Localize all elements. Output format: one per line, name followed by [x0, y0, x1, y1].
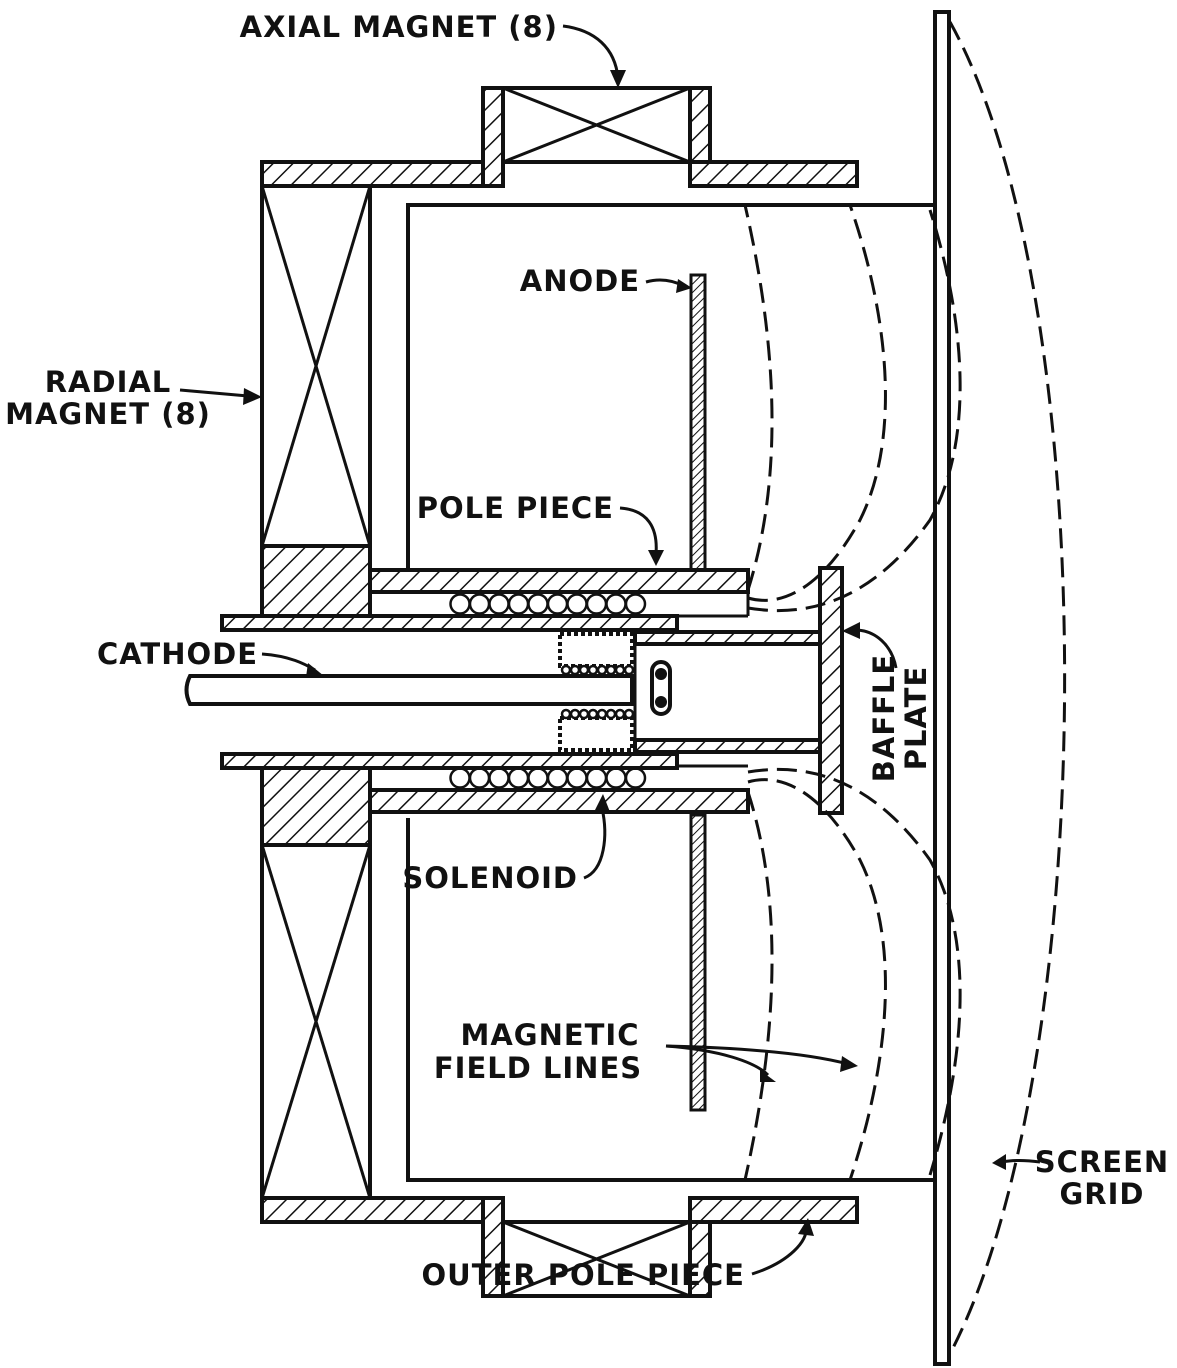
- label-solenoid: SOLENOID: [402, 794, 610, 895]
- coil-winding: [605, 767, 627, 789]
- coil-winding: [546, 593, 569, 615]
- label-screen-grid: SCREEN GRID: [992, 1145, 1169, 1211]
- coil-winding: [546, 767, 569, 789]
- baffle-plate: [818, 566, 844, 815]
- coil-winding: [569, 708, 581, 720]
- coil-winding: [578, 708, 590, 720]
- label-cathode: CATHODE: [97, 637, 324, 677]
- coil-winding: [569, 664, 581, 676]
- coil-winding: [585, 593, 608, 615]
- discharge-chamber: [406, 203, 935, 1182]
- coil-winding: [623, 708, 635, 720]
- svg-text:GRID: GRID: [1060, 1177, 1145, 1211]
- upper-outer-pole-piece: [260, 86, 859, 188]
- coil-winding: [614, 664, 626, 676]
- coil-winding: [566, 767, 588, 789]
- svg-text:OUTER POLE PIECE: OUTER POLE PIECE: [422, 1258, 745, 1292]
- coil-winding: [527, 593, 549, 615]
- coil-winding: [488, 767, 510, 789]
- upper-axial-magnet: [501, 86, 692, 164]
- coil-winding: [507, 593, 530, 615]
- cathode-housing-tube: [220, 614, 822, 770]
- coil-winding: [566, 593, 588, 615]
- coil-winding: [527, 767, 549, 789]
- coil-winding: [623, 664, 635, 676]
- label-radial-magnet: RADIAL MAGNET (8): [5, 365, 262, 431]
- solenoid-upper: [370, 590, 750, 618]
- coil-winding: [596, 708, 608, 720]
- coil-winding: [468, 767, 491, 789]
- coil-winding: [596, 664, 608, 676]
- svg-text:RADIAL: RADIAL: [45, 365, 172, 399]
- lower-outer-pole-piece: [260, 1196, 859, 1298]
- cathode-keeper-slot: [650, 660, 672, 716]
- label-anode: ANODE: [520, 264, 692, 298]
- screen-grid-dashed-contour: [948, 21, 1067, 1351]
- anode: [689, 273, 707, 1112]
- svg-text:BAFFLE: BAFFLE: [867, 654, 901, 782]
- coil-winding: [578, 664, 590, 676]
- coil-winding: [488, 593, 510, 615]
- coil-winding: [624, 767, 647, 789]
- coil-winding: [587, 664, 599, 676]
- coil-winding: [624, 593, 647, 615]
- svg-text:MAGNETIC: MAGNETIC: [460, 1018, 639, 1052]
- svg-text:POLE PIECE: POLE PIECE: [417, 491, 614, 525]
- svg-text:PLATE: PLATE: [899, 666, 933, 771]
- svg-text:SOLENOID: SOLENOID: [402, 861, 578, 895]
- coil-winding: [605, 708, 617, 720]
- label-axial-magnet: AXIAL MAGNET (8): [240, 10, 626, 88]
- coil-winding: [560, 708, 572, 720]
- label-magnetic-field-lines: MAGNETIC FIELD LINES: [434, 1018, 858, 1085]
- coil-winding: [605, 593, 627, 615]
- coil-winding: [468, 593, 491, 615]
- svg-text:SCREEN: SCREEN: [1035, 1145, 1169, 1179]
- lower-radial-magnet: [260, 763, 372, 1200]
- coil-winding: [449, 767, 471, 789]
- coil-winding: [560, 664, 572, 676]
- label-outer-pole-piece: OUTER POLE PIECE: [422, 1218, 814, 1292]
- svg-text:AXIAL MAGNET (8): AXIAL MAGNET (8): [240, 10, 558, 44]
- coil-winding: [585, 767, 608, 789]
- screen-grid: [933, 10, 951, 1366]
- upper-radial-magnet: [260, 184, 372, 618]
- svg-text:MAGNET (8): MAGNET (8): [5, 397, 211, 431]
- lower-axial-magnet: [501, 1220, 692, 1298]
- coil-winding: [605, 664, 617, 676]
- coil-winding: [587, 708, 599, 720]
- cathode-rod: [184, 674, 634, 706]
- label-baffle-plate: BAFFLE PLATE: [842, 622, 933, 782]
- coil-winding: [614, 708, 626, 720]
- label-pole-piece: POLE PIECE: [417, 491, 664, 566]
- coil-winding: [507, 767, 530, 789]
- svg-text:FIELD LINES: FIELD LINES: [434, 1051, 642, 1085]
- magnetic-field-lines: [743, 204, 962, 1181]
- svg-text:ANODE: ANODE: [520, 264, 640, 298]
- coil-winding: [449, 593, 471, 615]
- cathode-emitter-blocks: [558, 632, 635, 752]
- svg-text:CATHODE: CATHODE: [97, 637, 258, 671]
